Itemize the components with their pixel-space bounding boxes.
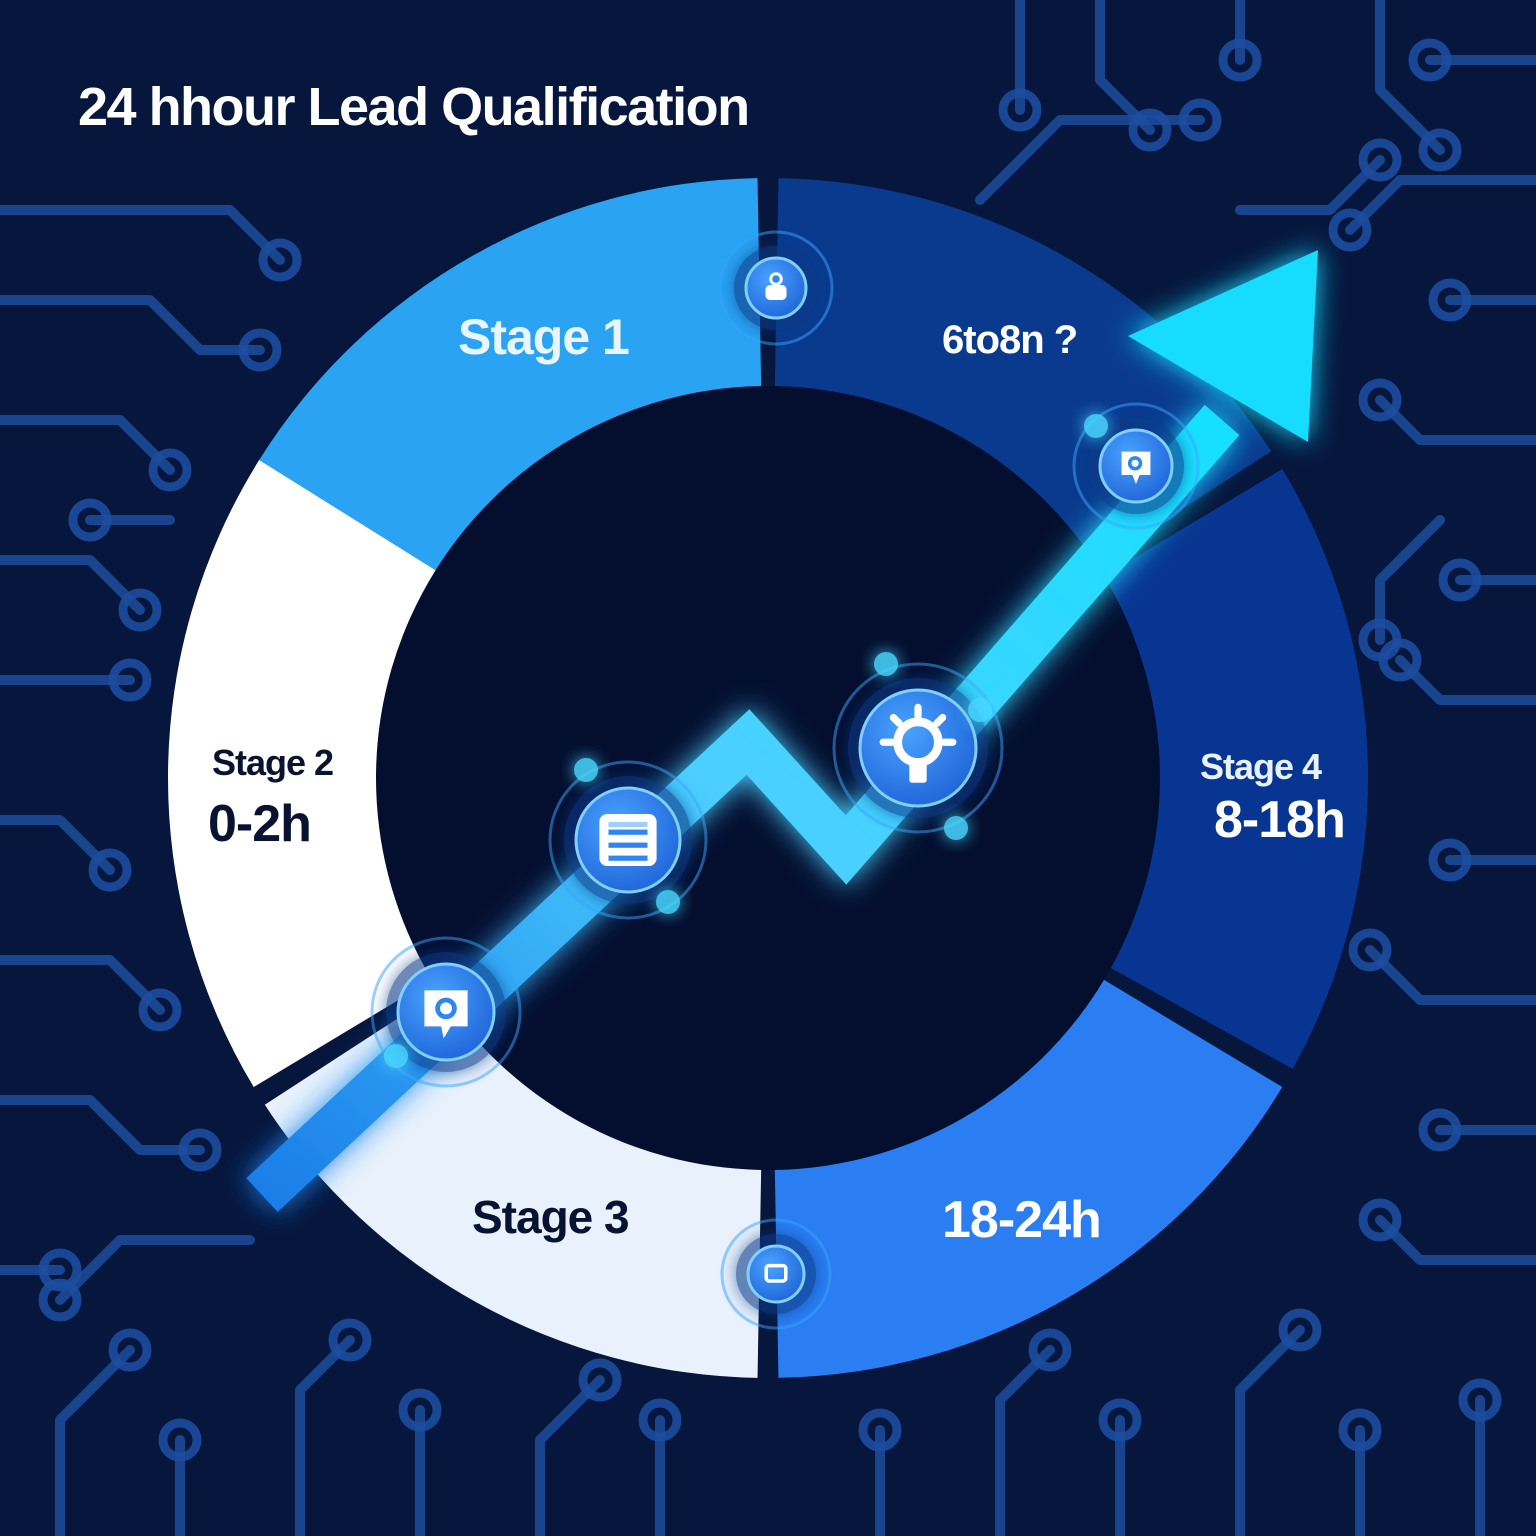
stage3-label: Stage 3 xyxy=(472,1191,630,1243)
segment-stage4 xyxy=(1104,468,1368,1069)
stage4-time: 8-18h xyxy=(1214,791,1346,849)
document-icon xyxy=(548,760,708,920)
user-icon xyxy=(718,230,834,346)
glow-dot xyxy=(656,890,680,914)
stage1-label: Stage 1 xyxy=(458,309,630,365)
glow-dot xyxy=(574,758,598,782)
segment-stage1 xyxy=(259,178,762,571)
stage2-label: Stage 2 xyxy=(212,742,334,783)
bottom-right-label: 18-24h xyxy=(942,1191,1102,1249)
page-title: 24 hhour Lead Qualification xyxy=(78,77,750,137)
chat-search-icon xyxy=(370,936,522,1088)
top-right-label: 6to8n ? xyxy=(942,318,1078,362)
glow-dot xyxy=(1084,414,1108,438)
ring-segments xyxy=(168,178,1368,1378)
stage4-label: Stage 4 xyxy=(1200,746,1322,787)
search-pin-icon xyxy=(1072,402,1200,530)
glow-dot xyxy=(944,816,968,840)
glow-dot xyxy=(968,698,992,722)
lightbulb-icon xyxy=(832,662,1004,834)
glow-dot xyxy=(874,652,898,676)
square-icon xyxy=(720,1218,832,1330)
glow-dot xyxy=(384,1044,408,1068)
arrow-head xyxy=(1128,250,1318,442)
segment-stage2 xyxy=(168,460,436,1088)
stage2-time: 0-2h xyxy=(208,795,312,853)
icon-nodes xyxy=(370,230,1200,1330)
segment-bottom-right xyxy=(774,979,1283,1378)
